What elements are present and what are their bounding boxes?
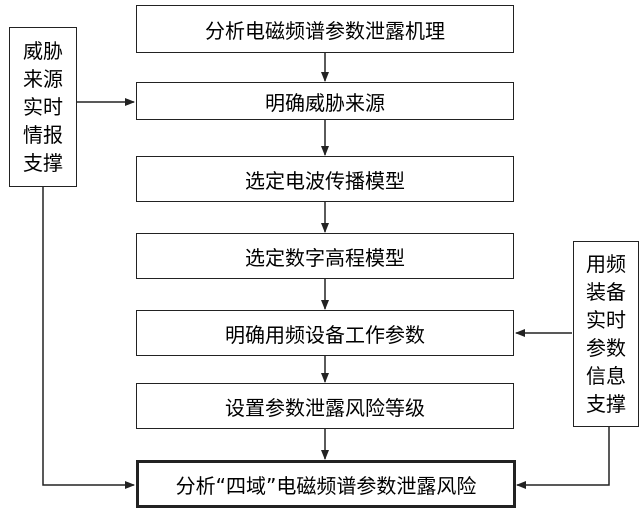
left-support-line-3: 实时 [23, 95, 63, 119]
right-support-line-2: 装备 [586, 280, 626, 304]
step-2-box: 明确威胁来源 [136, 82, 514, 120]
left-support-line-4: 情报 [23, 123, 63, 147]
left-support-line-5: 支撑 [23, 151, 63, 175]
step-6-label: 设置参数泄露风险等级 [225, 395, 425, 420]
step-4-label: 选定数字高程模型 [245, 245, 405, 270]
step-3-label: 选定电波传播模型 [245, 168, 405, 193]
right-support-line-4: 参数 [586, 336, 626, 360]
step-5-box: 明确用频设备工作参数 [136, 310, 514, 356]
right-support-line-1: 用频 [586, 252, 626, 276]
right-support-line-5: 信息 [586, 364, 626, 388]
right-support-box: 用频 装备 实时 参数 信息 支撑 [573, 241, 639, 427]
step-7-box: 分析“四域”电磁频谱参数泄露风险 [136, 460, 516, 508]
left-support-line-1: 威胁 [23, 39, 63, 63]
step-1-label: 分析电磁频谱参数泄露机理 [205, 18, 445, 43]
right-support-line-6: 支撑 [586, 392, 626, 416]
step-4-box: 选定数字高程模型 [136, 233, 514, 279]
left-support-line-2: 来源 [23, 67, 63, 91]
step-5-label: 明确用频设备工作参数 [225, 322, 425, 347]
arrow-right-to-step7 [516, 427, 610, 489]
step-1-box: 分析电磁频谱参数泄露机理 [136, 5, 514, 53]
step-6-box: 设置参数泄露风险等级 [136, 383, 514, 429]
step-3-box: 选定电波传播模型 [136, 156, 514, 202]
right-support-line-3: 实时 [586, 308, 626, 332]
step-2-label: 明确威胁来源 [265, 90, 385, 115]
arrow-left-to-step7 [42, 187, 135, 489]
left-support-box: 威胁 来源 实时 情报 支撑 [9, 27, 77, 187]
step-7-label: 分析“四域”电磁频谱参数泄露风险 [175, 473, 477, 498]
